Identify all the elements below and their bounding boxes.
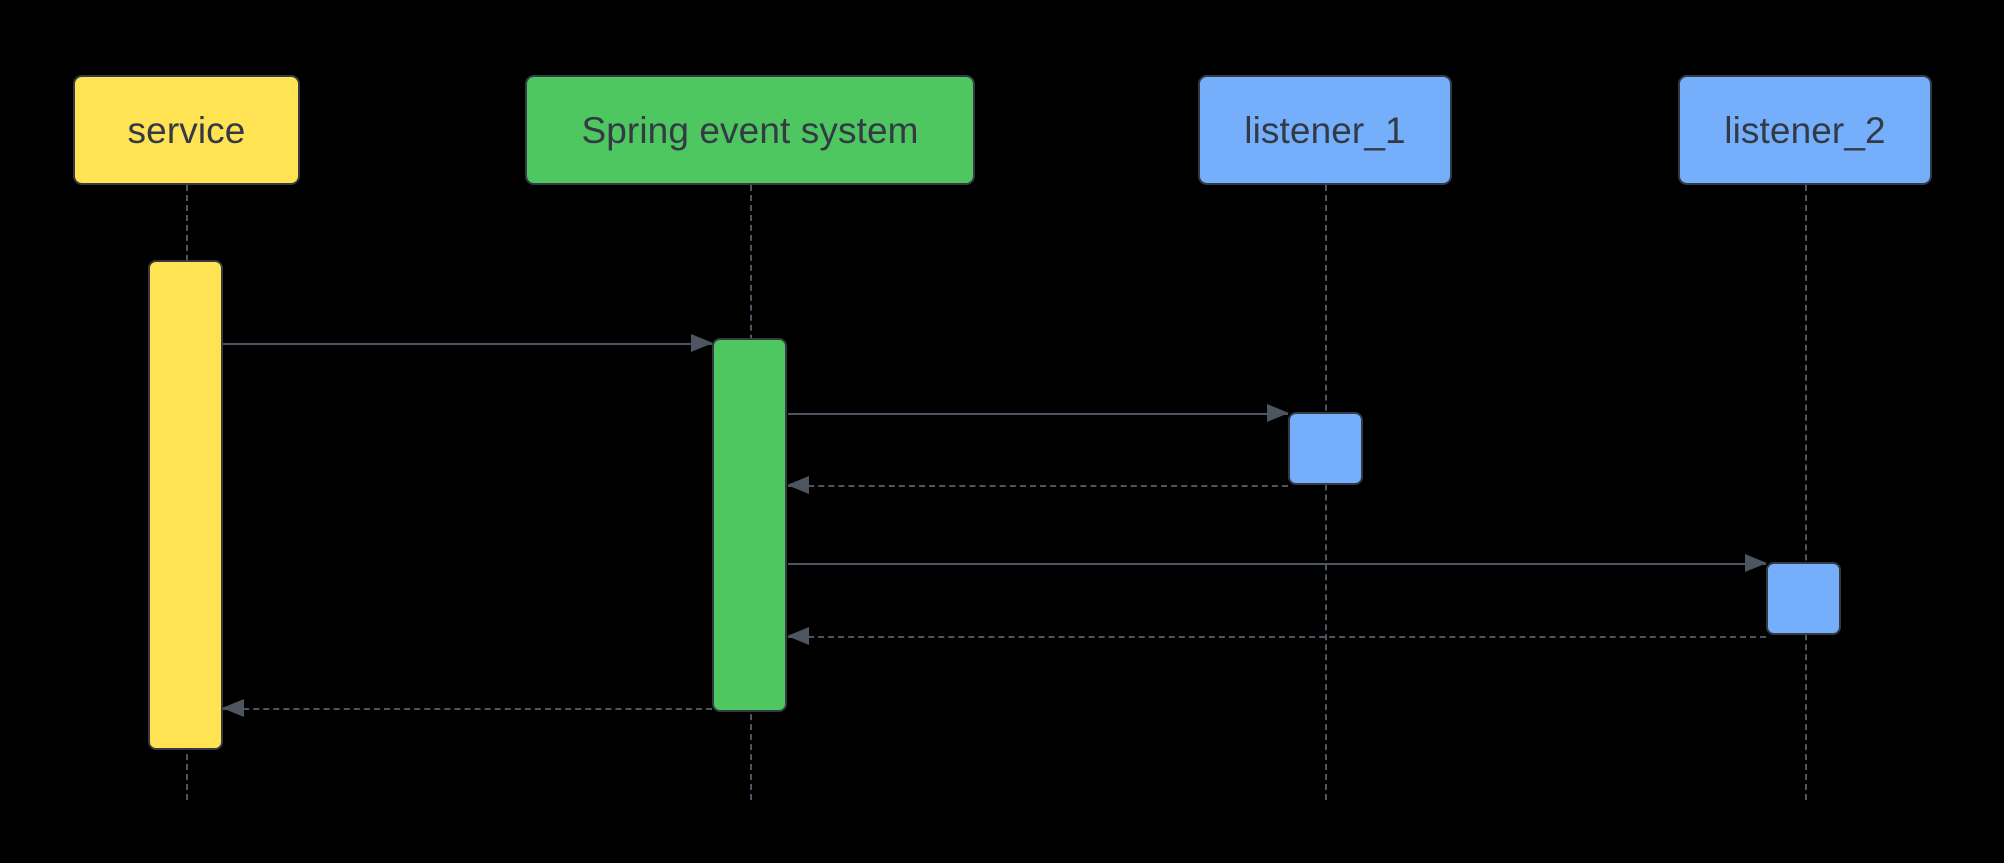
activation-bar-service[interactable]	[148, 260, 223, 750]
activation-bar-spring-event-system[interactable]	[712, 338, 787, 712]
arrowhead-left-icon	[222, 699, 244, 717]
arrowhead-left-icon	[787, 476, 809, 494]
participant-label-listener-2: listener_2	[1724, 109, 1886, 151]
arrowhead-right-icon	[1267, 404, 1289, 422]
participant-service[interactable]: service	[73, 75, 300, 185]
activation-bar-listener-1[interactable]	[1288, 412, 1363, 485]
arrowhead-right-icon	[691, 334, 713, 352]
message-line	[223, 343, 712, 345]
message-line	[788, 413, 1288, 415]
participant-label-listener-1: listener_1	[1244, 109, 1406, 151]
message-line	[223, 708, 712, 710]
lifeline-listener-1	[1325, 185, 1327, 800]
participant-label-spring-event-system: Spring event system	[581, 109, 919, 151]
participant-spring-event-system[interactable]: Spring event system	[525, 75, 975, 185]
participant-listener-1[interactable]: listener_1	[1198, 75, 1452, 185]
participant-listener-2[interactable]: listener_2	[1678, 75, 1932, 185]
message-line	[788, 485, 1288, 487]
lifeline-listener-2	[1805, 185, 1807, 800]
arrowhead-left-icon	[787, 627, 809, 645]
arrowhead-right-icon	[1745, 554, 1767, 572]
activation-bar-listener-2[interactable]	[1766, 562, 1841, 635]
message-line	[788, 636, 1766, 638]
participant-label-service: service	[127, 109, 246, 151]
message-line	[788, 563, 1766, 565]
